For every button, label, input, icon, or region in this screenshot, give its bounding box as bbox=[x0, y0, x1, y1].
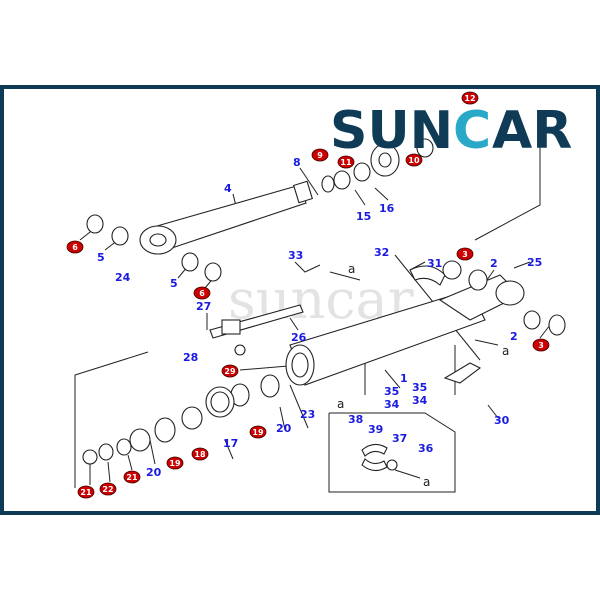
detail-mark: a bbox=[502, 344, 509, 358]
callout: 15 bbox=[356, 210, 371, 223]
callout: 33 bbox=[288, 249, 303, 262]
callout: 18 bbox=[194, 450, 206, 459]
callout: 1 bbox=[400, 372, 408, 385]
callout: 16 bbox=[379, 202, 395, 215]
callout: 20 bbox=[276, 422, 292, 435]
red-callout-badge bbox=[123, 470, 141, 484]
red-callout-badge bbox=[405, 153, 423, 167]
callout: 4 bbox=[224, 182, 232, 195]
callout: 11 bbox=[340, 158, 352, 167]
red-callout-badge bbox=[249, 425, 267, 439]
detail-mark: a bbox=[423, 475, 430, 489]
callout: 29 bbox=[224, 367, 236, 376]
callout: 37 bbox=[392, 432, 407, 445]
callout: 26 bbox=[291, 331, 307, 344]
callout: 19 bbox=[169, 459, 181, 468]
callout: 39 bbox=[368, 423, 383, 436]
callout: 30 bbox=[494, 414, 510, 427]
callout: 10 bbox=[408, 156, 420, 165]
blue-callouts: 8 4 15 16 5 24 5 33 32 31 2 25 27 26 28 … bbox=[97, 156, 542, 479]
red-callout-badge bbox=[77, 485, 95, 499]
callout: 21 bbox=[126, 473, 138, 482]
callout: 2 bbox=[510, 330, 518, 343]
callout: 9 bbox=[317, 151, 323, 160]
logo-text-right: AR bbox=[492, 101, 572, 161]
callout: 17 bbox=[223, 437, 238, 450]
logo-text-left: SUN bbox=[330, 101, 453, 161]
callout: 23 bbox=[300, 408, 315, 421]
callout: 27 bbox=[196, 300, 211, 313]
detail-mark: a bbox=[337, 397, 344, 411]
callout: 34 bbox=[384, 398, 400, 411]
callout: 6 bbox=[199, 289, 205, 298]
red-callout-badge bbox=[191, 447, 209, 461]
callout: 35 bbox=[412, 381, 427, 394]
callout: 35 bbox=[384, 385, 399, 398]
callout: 5 bbox=[97, 251, 105, 264]
red-callout-badge bbox=[193, 286, 211, 300]
suncar-logo: SUN C AR bbox=[330, 101, 572, 161]
red-callout-badge bbox=[337, 155, 355, 169]
callout: 12 bbox=[464, 94, 475, 103]
callout: 19 bbox=[252, 428, 264, 437]
red-callout-badge bbox=[166, 456, 184, 470]
callout: 8 bbox=[293, 156, 301, 169]
callout: 25 bbox=[527, 256, 542, 269]
callout: 28 bbox=[183, 351, 198, 364]
red-callout-badge bbox=[66, 240, 84, 254]
logo-text-c: C bbox=[453, 101, 491, 161]
callout: 36 bbox=[418, 442, 434, 455]
red-callout-badge bbox=[461, 91, 479, 105]
callout: 5 bbox=[170, 277, 178, 290]
callout: 38 bbox=[348, 413, 363, 426]
callout: 31 bbox=[427, 257, 442, 270]
callout: 3 bbox=[462, 250, 468, 259]
callout: 6 bbox=[72, 243, 78, 252]
red-callout-badge bbox=[456, 247, 474, 261]
callout: 3 bbox=[538, 341, 544, 350]
red-callout-badge bbox=[311, 148, 329, 162]
callout: 24 bbox=[115, 271, 131, 284]
detail-mark: a bbox=[348, 262, 355, 276]
parts bbox=[82, 138, 566, 472]
callout: 22 bbox=[102, 485, 113, 494]
red-callout-badge bbox=[99, 482, 117, 496]
callout: 21 bbox=[80, 488, 92, 497]
detail-marks: a a a a bbox=[337, 262, 509, 489]
callout: 34 bbox=[412, 394, 428, 407]
callout: 20 bbox=[146, 466, 162, 479]
red-callout-badge bbox=[532, 338, 550, 352]
red-callout-badge bbox=[221, 364, 239, 378]
callout: 2 bbox=[490, 257, 498, 270]
callout: 32 bbox=[374, 246, 389, 259]
